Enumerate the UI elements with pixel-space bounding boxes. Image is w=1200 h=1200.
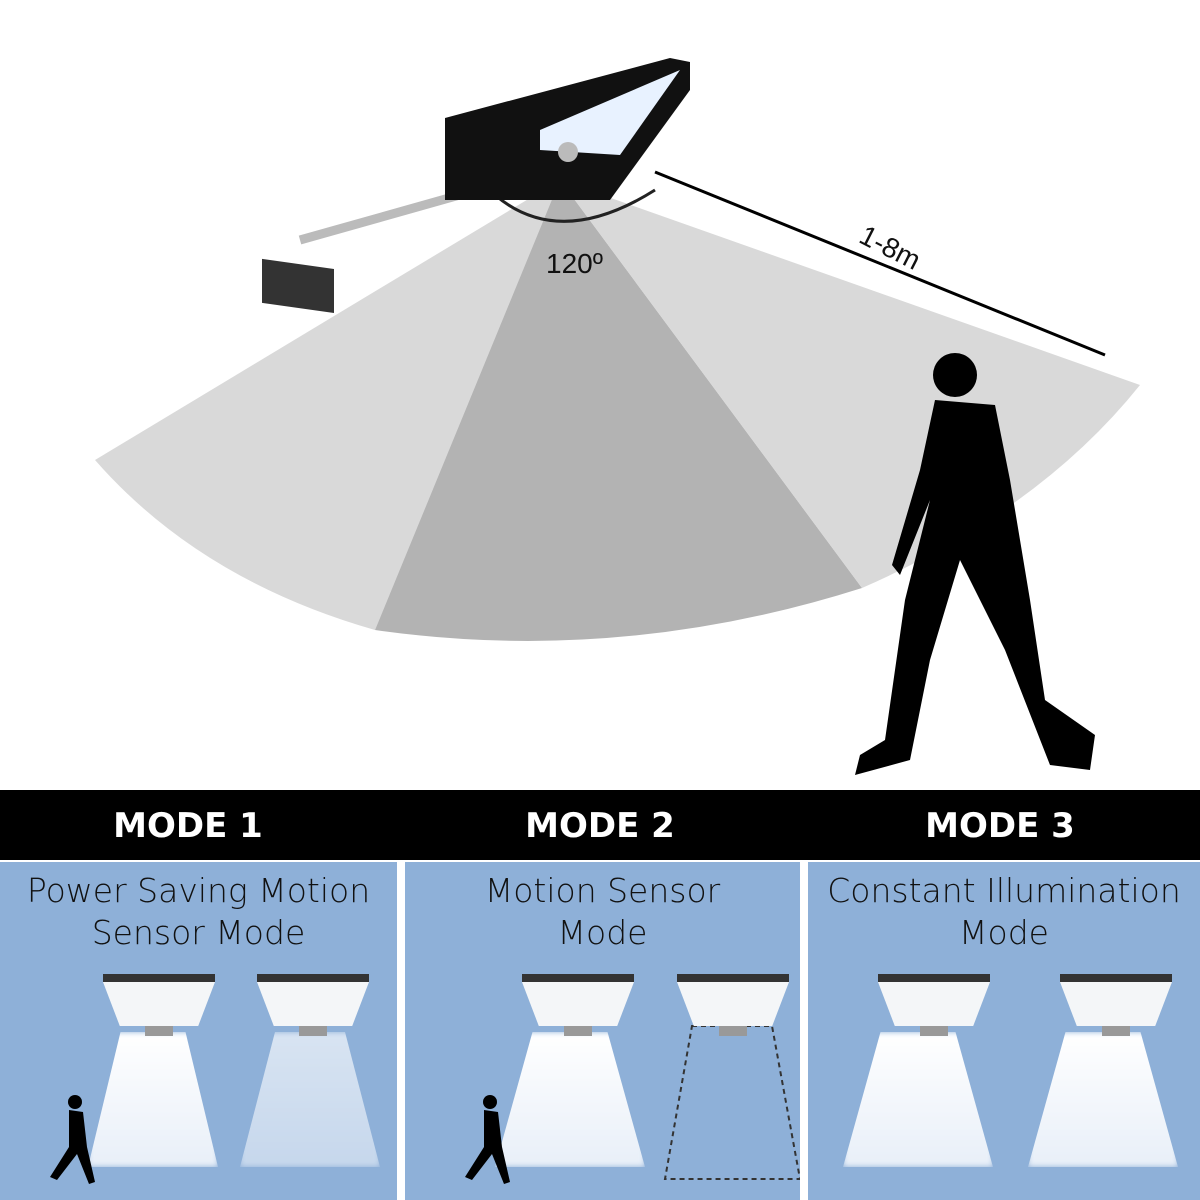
- walking-person-icon: [465, 1095, 510, 1184]
- angle-label: 120º: [546, 248, 603, 279]
- lamp-icon: [103, 974, 215, 1036]
- lamp-icon: [677, 974, 789, 1036]
- distance-line: [654, 170, 1106, 357]
- fan-left-sector: [95, 180, 560, 630]
- lamp-icon: [878, 974, 990, 1036]
- detection-fan: [95, 58, 1140, 775]
- walking-person-icon: [855, 353, 1095, 775]
- walking-person-icon: [50, 1095, 95, 1184]
- lamp-icon: [257, 974, 369, 1036]
- mode-3-title: MODE 3: [925, 806, 1075, 846]
- mode-header-bar: MODE 1 MODE 2 MODE 3: [0, 790, 1200, 860]
- detection-diagram: 120º 1-8m: [95, 58, 1140, 775]
- solar-light-icon: [262, 58, 690, 313]
- mode-1-title: MODE 1: [113, 806, 263, 846]
- lamp-icon: [1060, 974, 1172, 1036]
- angle-arc: [494, 188, 656, 223]
- inactive-beam-outline: [663, 1025, 800, 1180]
- mode-2-title: MODE 2: [525, 806, 675, 846]
- fan-middle-sector: [375, 180, 862, 641]
- lamp-icon: [522, 974, 634, 1036]
